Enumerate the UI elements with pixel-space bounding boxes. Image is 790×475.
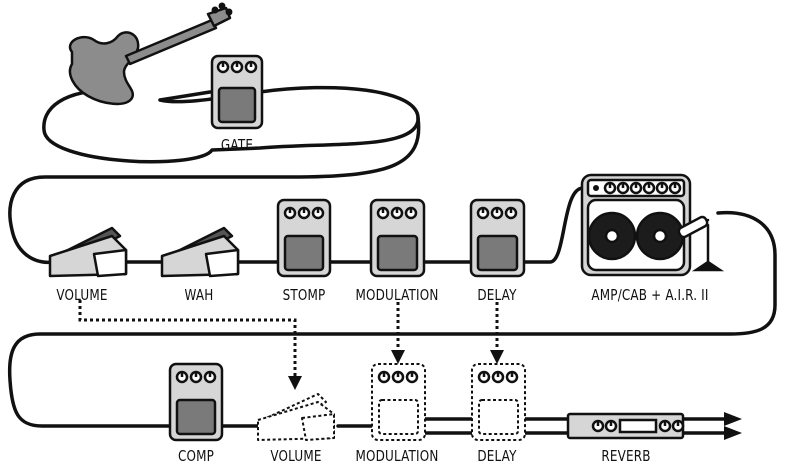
label-delay-top: DELAY bbox=[477, 286, 517, 304]
delay-ghost-knobs bbox=[477, 370, 519, 384]
arrow-right-icon bbox=[724, 412, 742, 426]
signal-cable-row1 bbox=[123, 186, 585, 264]
label-delay-bottom: DELAY bbox=[477, 447, 517, 465]
arrow-down-icon bbox=[288, 376, 302, 390]
label-gate: GATE bbox=[220, 136, 254, 154]
label-stomp: STOMP bbox=[282, 286, 326, 304]
comp-pedal[interactable] bbox=[168, 362, 224, 442]
microphone-icon bbox=[677, 215, 725, 272]
guitar-amp-icon[interactable] bbox=[580, 173, 692, 277]
stomp-pedal[interactable] bbox=[276, 198, 332, 278]
rack-reverb-icon[interactable] bbox=[566, 412, 685, 440]
volume-pedal[interactable] bbox=[48, 226, 128, 278]
modulation-pedal[interactable] bbox=[369, 198, 426, 278]
label-modulation-top: MODULATION bbox=[355, 286, 439, 304]
signal-cable-amp-return bbox=[7, 210, 777, 428]
label-volume-bottom: VOLUME bbox=[270, 447, 322, 465]
arrow-right-icon bbox=[724, 426, 742, 440]
arrow-down-icon bbox=[490, 350, 504, 364]
volume-pedal-ghost[interactable] bbox=[257, 393, 335, 441]
label-reverb: REVERB bbox=[601, 447, 651, 465]
wah-pedal[interactable] bbox=[160, 226, 240, 278]
delay-pedal[interactable] bbox=[469, 198, 526, 278]
label-amp: AMP/CAB + A.I.R. II bbox=[591, 286, 709, 304]
stereo-cable-row2 bbox=[422, 417, 730, 435]
label-volume-top: VOLUME bbox=[56, 286, 108, 304]
electric-guitar-icon bbox=[68, 2, 233, 106]
modulation-ghost-knobs bbox=[377, 370, 419, 384]
label-modulation-bottom: MODULATION bbox=[355, 447, 439, 465]
gate-pedal[interactable] bbox=[210, 54, 264, 130]
label-wah: WAH bbox=[184, 286, 214, 304]
arrow-down-icon bbox=[391, 350, 405, 364]
signal-cable-upper-loop bbox=[8, 116, 421, 265]
control-line-volume bbox=[78, 300, 297, 378]
label-comp: COMP bbox=[177, 447, 215, 465]
